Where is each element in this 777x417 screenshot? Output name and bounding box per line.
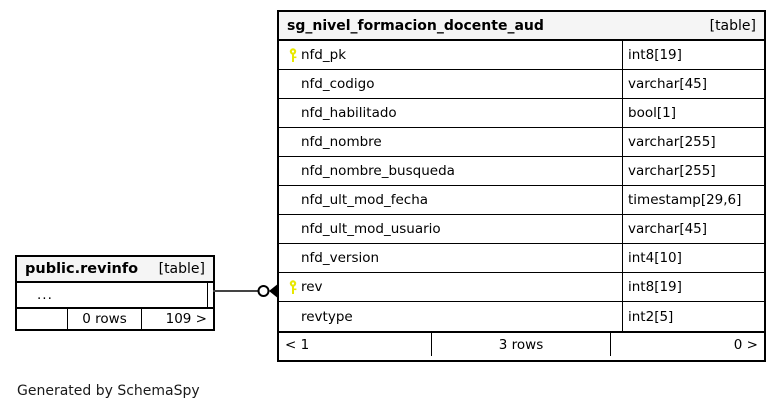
footer-rowcount-main: 3 rows (431, 333, 610, 356)
table-row[interactable]: nfd_version int4[10] (279, 244, 764, 273)
relationship-connector (213, 283, 279, 299)
column-name-cell: nfd_codigo (279, 70, 622, 98)
table-row[interactable]: nfd_nombre_busqueda varchar[255] (279, 157, 764, 186)
column-name-cell: nfd_habilitado (279, 99, 622, 127)
column-name-label: nfd_habilitado (301, 105, 397, 121)
column-type-cell: timestamp[29,6] (622, 186, 764, 214)
column-name-label: nfd_codigo (301, 76, 375, 92)
column-type-cell: int8[19] (622, 41, 764, 69)
footer-prev-side[interactable] (17, 309, 67, 329)
table-row[interactable]: nfd_codigo varchar[45] (279, 70, 764, 99)
optional-circle-icon (257, 285, 270, 297)
table-row[interactable]: rev int8[19] (279, 273, 764, 302)
table-columns-side: ... (17, 283, 213, 307)
column-name-label: nfd_version (301, 250, 380, 266)
column-name-label: nfd_ult_mod_usuario (301, 221, 441, 237)
footer-next-main[interactable]: 0 > (610, 333, 764, 356)
column-type-cell: varchar[45] (622, 215, 764, 243)
footer-prev-main[interactable]: < 1 (285, 336, 310, 353)
column-name-cell: ... (17, 283, 207, 307)
table-footer-main: < 1 3 rows 0 > (279, 331, 764, 356)
table-row[interactable]: nfd_ult_mod_fecha timestamp[29,6] (279, 186, 764, 215)
column-type-cell: int8[19] (622, 273, 764, 301)
column-name-cell: nfd_nombre_busqueda (279, 157, 622, 185)
column-type-cell: varchar[45] (622, 70, 764, 98)
footer-next-side[interactable]: 109 > (141, 309, 213, 329)
column-name-label: rev (301, 279, 323, 295)
column-name-label: revtype (301, 308, 353, 325)
column-name-label: nfd_pk (301, 47, 347, 63)
table-row[interactable]: ... (17, 283, 213, 307)
primary-key-icon (285, 47, 301, 63)
column-name-cell: revtype (279, 302, 622, 331)
table-type-tag-main: [table] (709, 17, 756, 34)
generated-by-credit: Generated by SchemaSpy (17, 383, 200, 399)
column-name-cell: nfd_version (279, 244, 622, 272)
table-name-side: public.revinfo (25, 261, 139, 277)
column-name-label: nfd_nombre (301, 134, 382, 150)
table-type-tag-side: [table] (158, 261, 205, 277)
column-name-cell: nfd_ult_mod_fecha (279, 186, 622, 214)
table-name-main: sg_nivel_formacion_docente_aud (287, 17, 544, 34)
table-row[interactable]: nfd_ult_mod_usuario varchar[45] (279, 215, 764, 244)
column-name-label: ... (37, 287, 53, 303)
table-node-main[interactable]: sg_nivel_formacion_docente_aud [table] n… (277, 10, 766, 362)
column-name-label: nfd_nombre_busqueda (301, 163, 455, 179)
column-type-cell: varchar[255] (622, 157, 764, 185)
table-row[interactable]: nfd_pk int8[19] (279, 41, 764, 70)
column-name-label: nfd_ult_mod_fecha (301, 192, 429, 208)
column-type-cell: int2[5] (622, 302, 764, 331)
table-footer-side: 0 rows 109 > (17, 307, 213, 329)
table-header-side: public.revinfo [table] (17, 257, 213, 283)
column-name-cell: nfd_ult_mod_usuario (279, 215, 622, 243)
table-row[interactable]: nfd_nombre varchar[255] (279, 128, 764, 157)
column-name-cell: nfd_pk (279, 41, 622, 69)
column-type-cell: varchar[255] (622, 128, 764, 156)
primary-key-icon (285, 279, 301, 295)
column-type-cell (207, 283, 213, 307)
column-name-cell: rev (279, 273, 622, 301)
table-row[interactable]: nfd_habilitado bool[1] (279, 99, 764, 128)
table-header-main: sg_nivel_formacion_docente_aud [table] (279, 12, 764, 41)
table-node-side[interactable]: public.revinfo [table] ... 0 rows 109 > (15, 255, 215, 331)
column-type-cell: bool[1] (622, 99, 764, 127)
footer-rowcount-side: 0 rows (67, 309, 141, 329)
column-name-cell: nfd_nombre (279, 128, 622, 156)
column-type-cell: int4[10] (622, 244, 764, 272)
table-row[interactable]: revtype int2[5] (279, 302, 764, 331)
